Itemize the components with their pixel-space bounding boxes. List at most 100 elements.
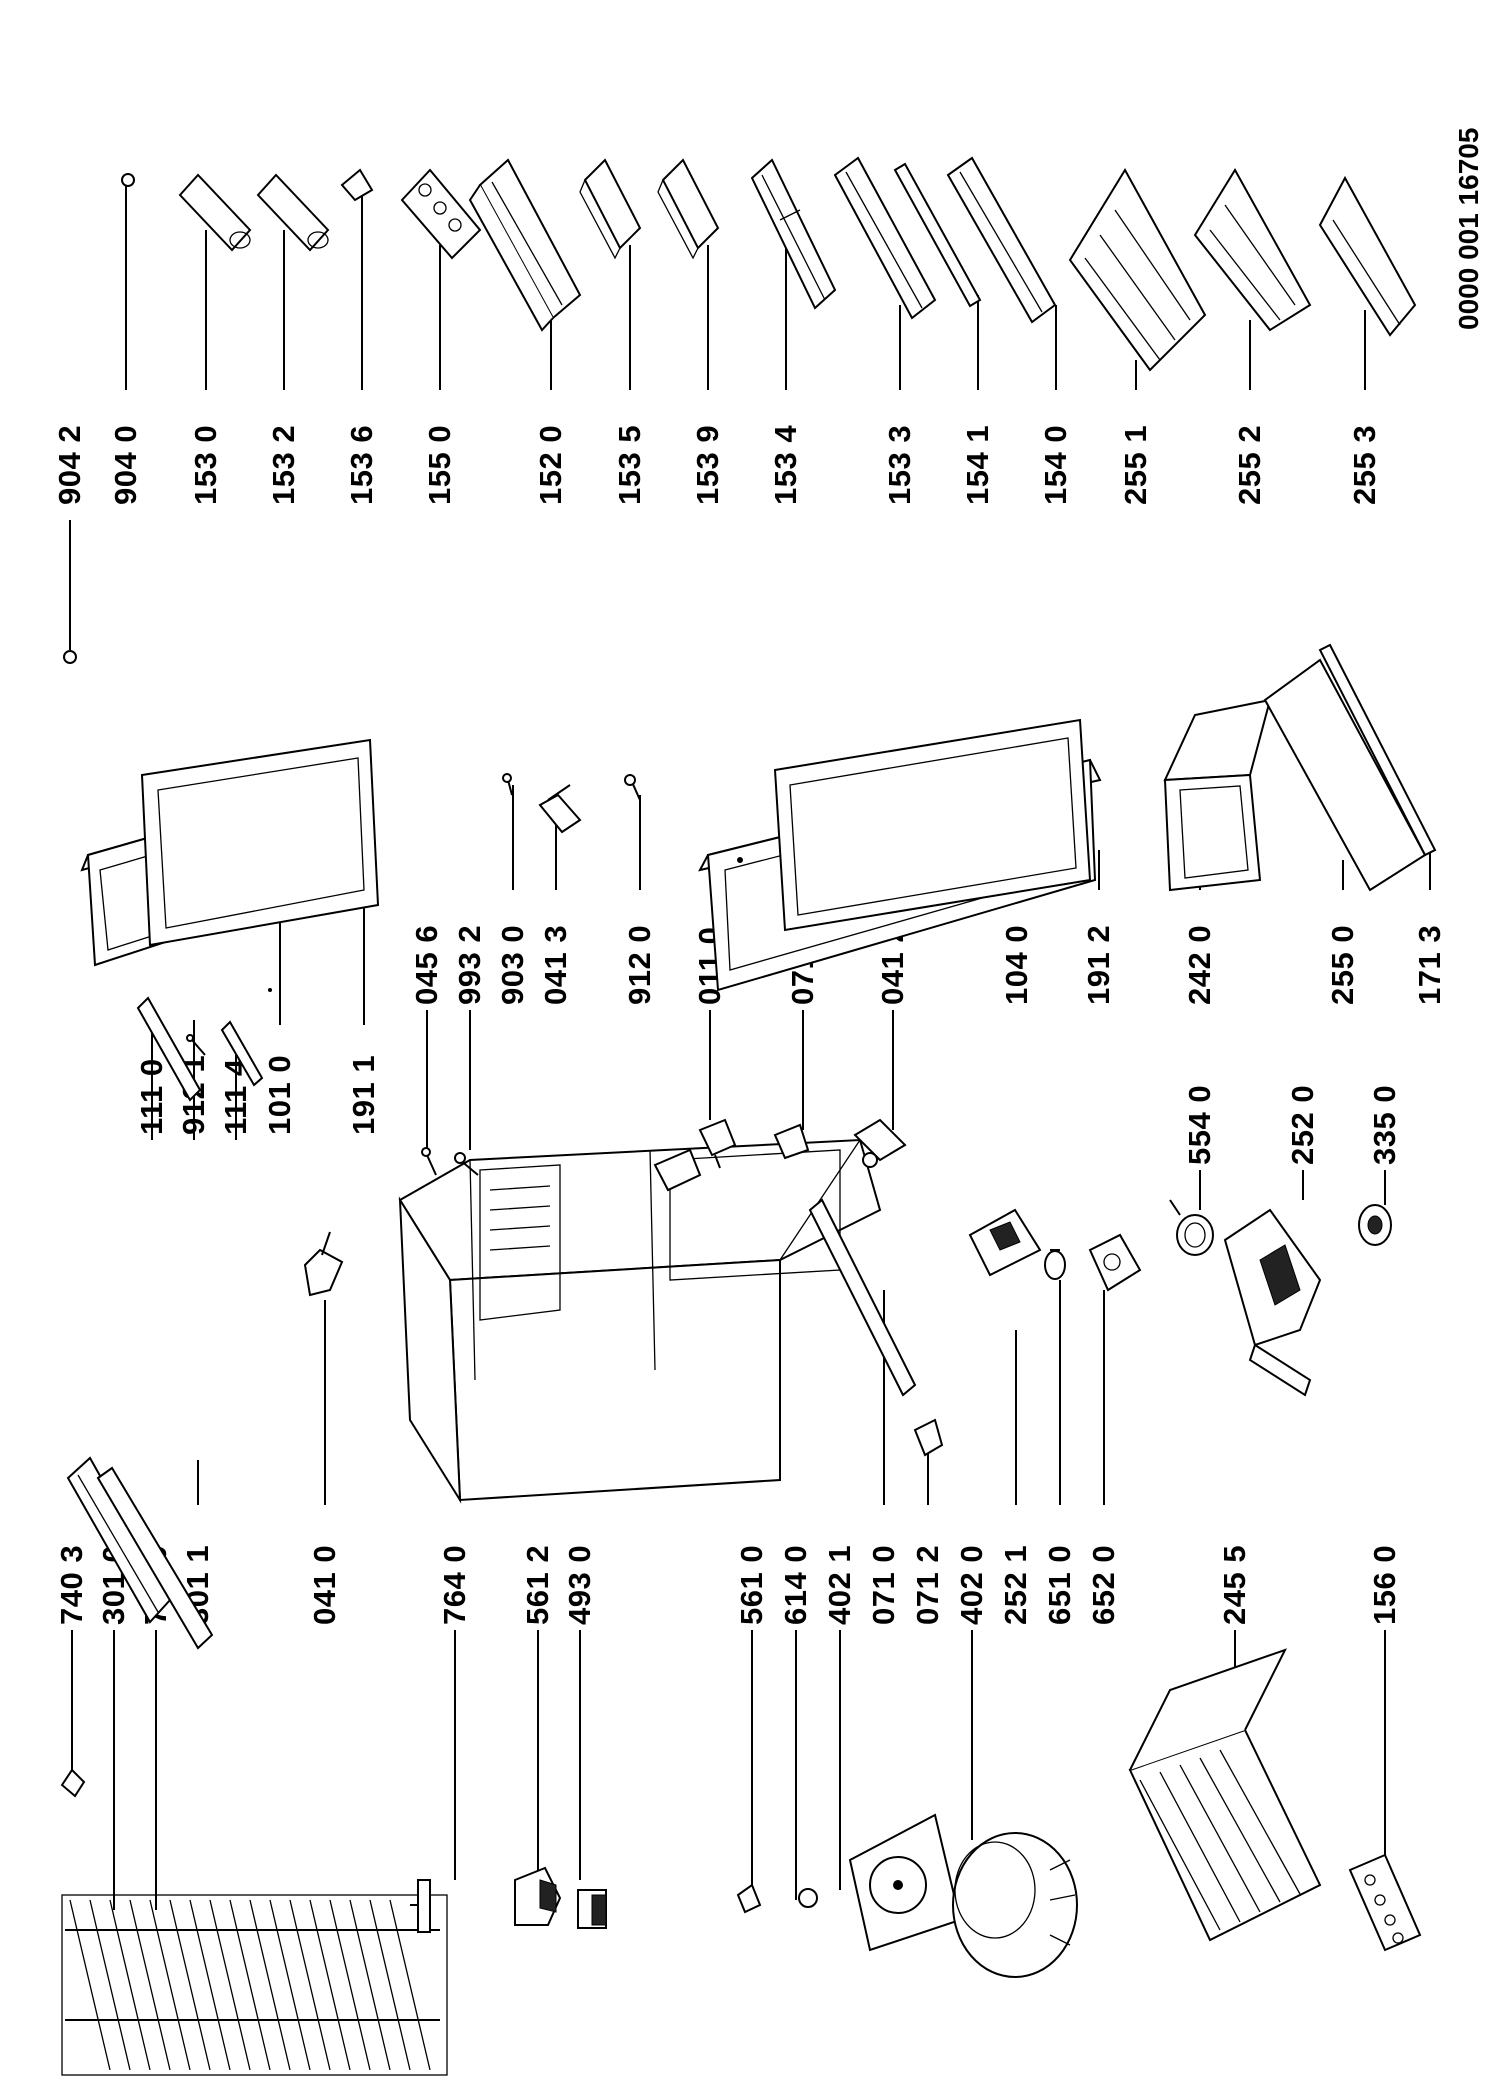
- part-label: 156 0: [1367, 1545, 1402, 1625]
- compressor-plate: [848, 1813, 962, 1952]
- door-bin-153-3: [833, 156, 937, 320]
- document-id: 0000 001 16705: [1453, 128, 1484, 330]
- connector-block: [577, 1889, 607, 1929]
- drip-tray-bar: [808, 1198, 917, 1397]
- part-label: 255 0: [1325, 925, 1360, 1005]
- screw-045: [421, 1147, 437, 1176]
- bracket-071-1: [773, 1123, 810, 1160]
- egg-holder: [400, 168, 482, 260]
- part-label: 153 2: [266, 425, 301, 505]
- part-label: 993 2: [452, 925, 487, 1005]
- thermostat-housing: [1223, 1208, 1322, 1397]
- screw-904-2: [63, 650, 77, 664]
- part-label: 041 0: [307, 1545, 342, 1625]
- part-label: 153 6: [344, 425, 379, 505]
- part-label: 561 2: [520, 1545, 555, 1625]
- clip-part: [60, 1768, 86, 1798]
- part-label: 493 0: [562, 1545, 597, 1625]
- part-label: 152 0: [533, 425, 568, 505]
- screw-904-0: [121, 173, 135, 187]
- cabinet-body: [398, 1138, 882, 1504]
- thermostat-coil: [1169, 1199, 1214, 1256]
- handle-strip-111: [136, 996, 202, 1102]
- grommet: [798, 1888, 818, 1908]
- part-label: 740 3: [54, 1545, 89, 1625]
- hinge-041-3: [538, 784, 582, 834]
- hinge-set: [653, 1118, 737, 1192]
- part-label: 904 2: [52, 425, 87, 505]
- shelf-trim: [1318, 643, 1437, 857]
- part-label: 335 0: [1367, 1085, 1402, 1165]
- part-label: 764 0: [437, 1545, 472, 1625]
- door-bin-153-4: [750, 158, 837, 310]
- door-rail-lower: [96, 1466, 214, 1650]
- door-bin-154-0: [946, 156, 1057, 324]
- small-clip: [736, 1883, 762, 1914]
- part-label: 904 0: [108, 425, 143, 505]
- shelf-255-2: [1193, 168, 1312, 332]
- label-column-1: 740 3 301 0 740 0 301 1 041 0 764 0 561 …: [54, 1545, 1402, 1625]
- part-label: 554 0: [1182, 1085, 1217, 1165]
- door-bar-154-1: [893, 162, 982, 308]
- bracket-071: [913, 1418, 944, 1457]
- part-label: 252 0: [1285, 1085, 1320, 1165]
- part-label: 614 0: [778, 1545, 813, 1625]
- freezer-door-gasket: [140, 738, 380, 947]
- screw-993: [454, 1152, 479, 1176]
- clip-153-6: [340, 168, 374, 202]
- door-box-153-5: [579, 158, 642, 260]
- part-label: 171 3: [1412, 925, 1447, 1005]
- crisper-drawer: [1163, 698, 1272, 892]
- part-label: 155 0: [422, 425, 457, 505]
- part-label: 903 0: [495, 925, 530, 1005]
- part-label: 071 0: [866, 1545, 901, 1625]
- label-column-3: 904 2 904 0 153 0 153 2 153 6 155 0 152 …: [52, 425, 1382, 505]
- butter-dish-153-2: [256, 173, 330, 252]
- part-label: 252 1: [998, 1545, 1033, 1625]
- part-label: 912 0: [622, 925, 657, 1005]
- cover-111-4: [220, 988, 272, 1087]
- part-label: 255 3: [1347, 425, 1382, 505]
- part-label: 255 2: [1232, 425, 1267, 505]
- egg-tray: [1348, 1853, 1422, 1952]
- capillary-tube: [410, 1879, 431, 1933]
- thermostat-bracket: [968, 1208, 1042, 1277]
- compressor: [952, 1832, 1078, 1978]
- part-label: 255 1: [1118, 425, 1153, 505]
- fridge-door-gasket: [773, 718, 1092, 932]
- part-label: 191 2: [1081, 925, 1116, 1005]
- control-knob: [1358, 1204, 1392, 1246]
- part-label: 153 5: [612, 425, 647, 505]
- part-label: 651 0: [1042, 1545, 1077, 1625]
- screw-912-0: [624, 774, 641, 801]
- lamp-holder: [1088, 1233, 1142, 1292]
- hinge-top: [303, 1231, 344, 1297]
- part-label: 245 5: [1217, 1545, 1252, 1625]
- relay-block: [514, 1866, 562, 1926]
- part-label: 153 9: [690, 425, 725, 505]
- door-box-153-9: [657, 158, 720, 260]
- butter-dish-153-0: [178, 173, 252, 252]
- screw-903: [502, 773, 513, 796]
- part-label: 652 0: [1086, 1545, 1121, 1625]
- part-label: 154 1: [960, 425, 995, 505]
- part-label: 153 3: [882, 425, 917, 505]
- part-label: 153 4: [768, 425, 803, 505]
- part-label: 101 0: [262, 1055, 297, 1135]
- condenser-coil: [61, 1894, 448, 2076]
- part-label: 045 6: [409, 925, 444, 1005]
- wire-basket: [1128, 1648, 1322, 1942]
- part-label: 242 0: [1182, 925, 1217, 1005]
- lamp: [1044, 1249, 1066, 1280]
- part-label: 191 1: [346, 1055, 381, 1135]
- shelf-255-1: [1068, 168, 1207, 372]
- part-label: 041 3: [538, 925, 573, 1005]
- screw-912-1: [186, 1034, 206, 1056]
- part-label: 402 1: [822, 1545, 857, 1625]
- part-label: 154 0: [1038, 425, 1073, 505]
- part-label: 104 0: [999, 925, 1034, 1005]
- hinge-lower: [853, 1118, 907, 1168]
- part-label: 402 0: [954, 1545, 989, 1625]
- shelf-255-3: [1318, 175, 1417, 337]
